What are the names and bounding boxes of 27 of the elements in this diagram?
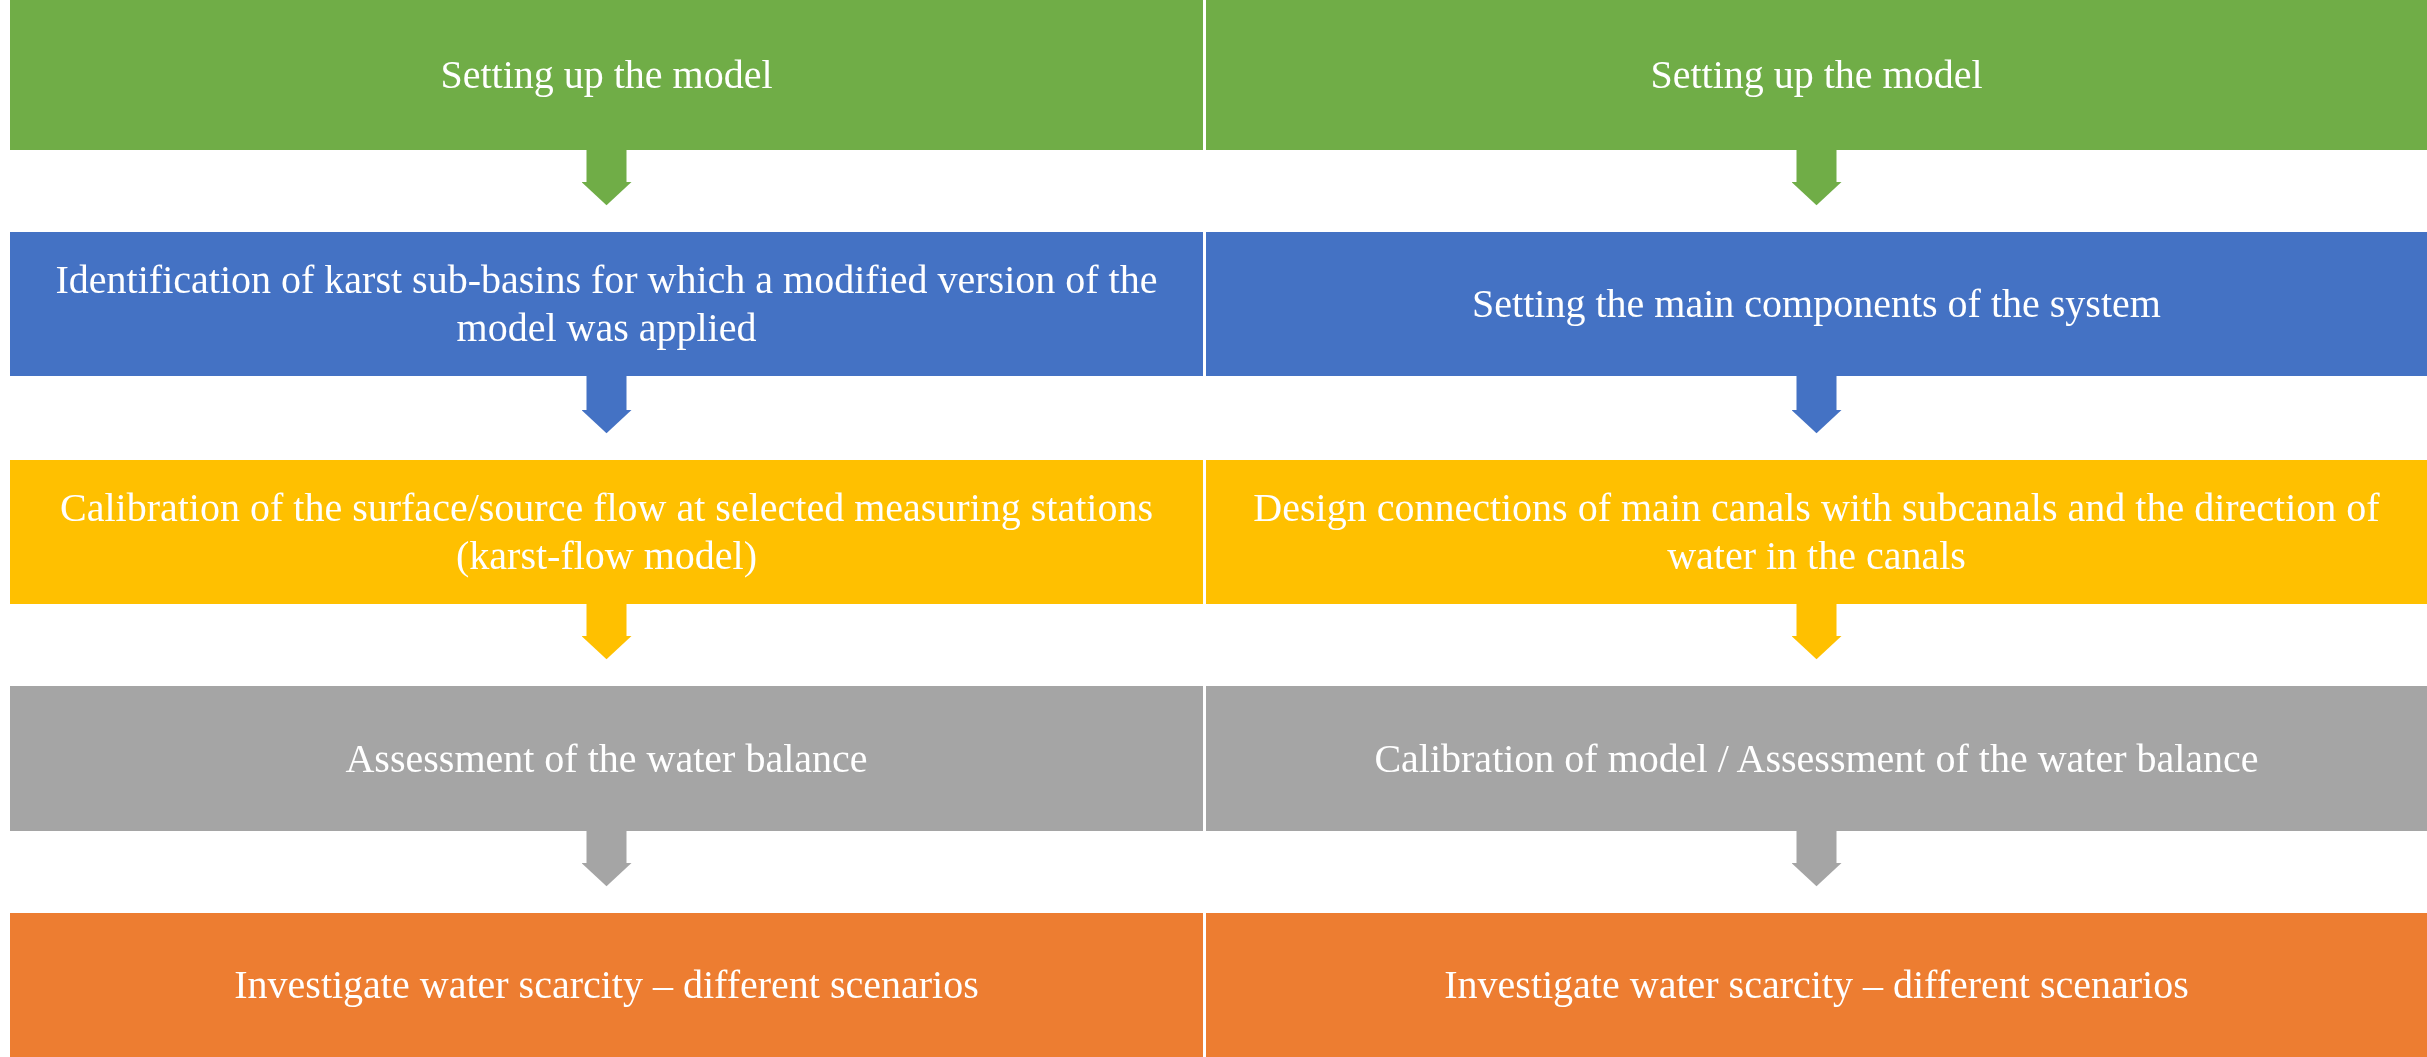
block-arrow [1791,376,1842,434]
process-box [1206,0,2427,150]
process-box [1206,460,2427,604]
process-box [1206,232,2427,376]
step-text: Setting up the model [1650,51,1983,99]
block-arrow [581,604,632,660]
process-box [10,460,1203,604]
block-arrow [581,376,632,434]
step-text: Design connections of main canals with subcanals and the direction of water in the canals [1252,484,2381,580]
process-box [10,686,1203,831]
process-box [1206,686,2427,831]
process-box [1206,913,2427,1057]
step-text: Investigate water scarcity – different scenarios [234,961,979,1009]
process-box [10,232,1203,376]
block-arrow [581,150,632,206]
process-box [10,0,1203,150]
step-text: Investigate water scarcity – different scenarios [1444,961,2189,1009]
block-arrow [581,831,632,887]
block-arrow [1791,604,1842,660]
block-arrow [1791,150,1842,206]
process-box [10,913,1203,1057]
step-text: Calibration of the surface/source flow at selected measuring stations (karst-flow model) [59,484,1154,580]
step-text: Identification of karst sub-basins for which a modified version of the model was applied [54,256,1159,352]
step-text: Setting up the model [440,51,773,99]
step-text: Calibration of model / Assessment of the water balance [1374,734,2259,783]
step-text: Assessment of the water balance [345,734,868,783]
step-text: Setting the main components of the system [1472,280,2161,328]
